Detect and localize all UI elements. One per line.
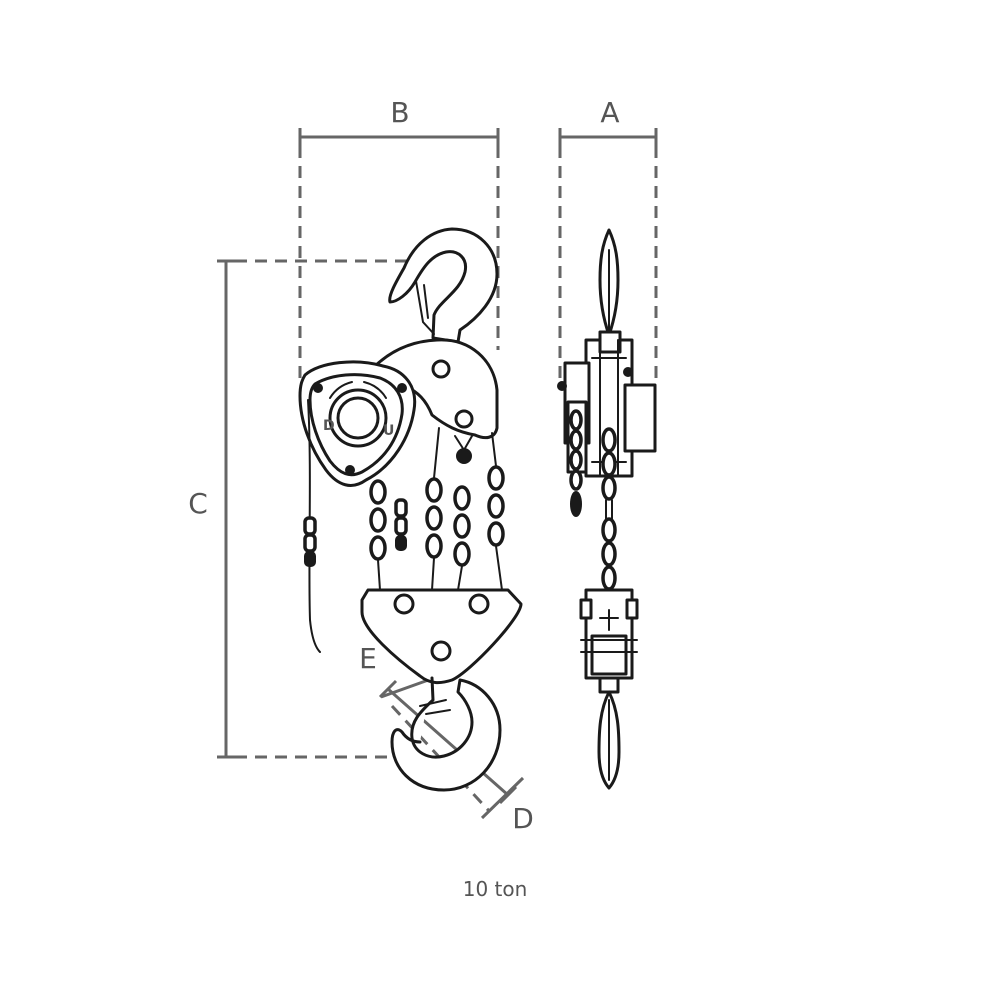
front-view: D U xyxy=(298,227,523,792)
dimension-d-e: E D xyxy=(359,642,534,835)
top-hook xyxy=(388,227,499,344)
dimension-c: C xyxy=(188,259,420,759)
dimension-b-label: B xyxy=(390,96,409,129)
side-hand-chain xyxy=(569,409,583,517)
side-bottom-block xyxy=(579,588,639,680)
bottom-block xyxy=(360,588,523,685)
hoist-body xyxy=(373,338,499,464)
side-view xyxy=(557,228,657,790)
hand-chain xyxy=(303,399,408,653)
dimension-a-label: A xyxy=(600,96,619,129)
capacity-caption: 10 ton xyxy=(463,877,528,901)
side-load-chain xyxy=(601,427,617,591)
side-bottom-hook xyxy=(597,676,621,790)
hand-wheel: D U xyxy=(298,360,417,487)
dimension-a: A xyxy=(558,96,658,385)
dimension-c-label: C xyxy=(188,487,208,520)
load-chains xyxy=(369,427,505,591)
dimension-d-label: D xyxy=(512,802,534,835)
side-top-hook xyxy=(598,228,620,337)
bottom-hook xyxy=(390,676,502,792)
hand-wheel-down-mark: D xyxy=(323,418,335,434)
dimension-b: B xyxy=(298,96,500,380)
dimension-e-label: E xyxy=(359,642,377,675)
hand-wheel-up-mark: U xyxy=(383,423,394,439)
